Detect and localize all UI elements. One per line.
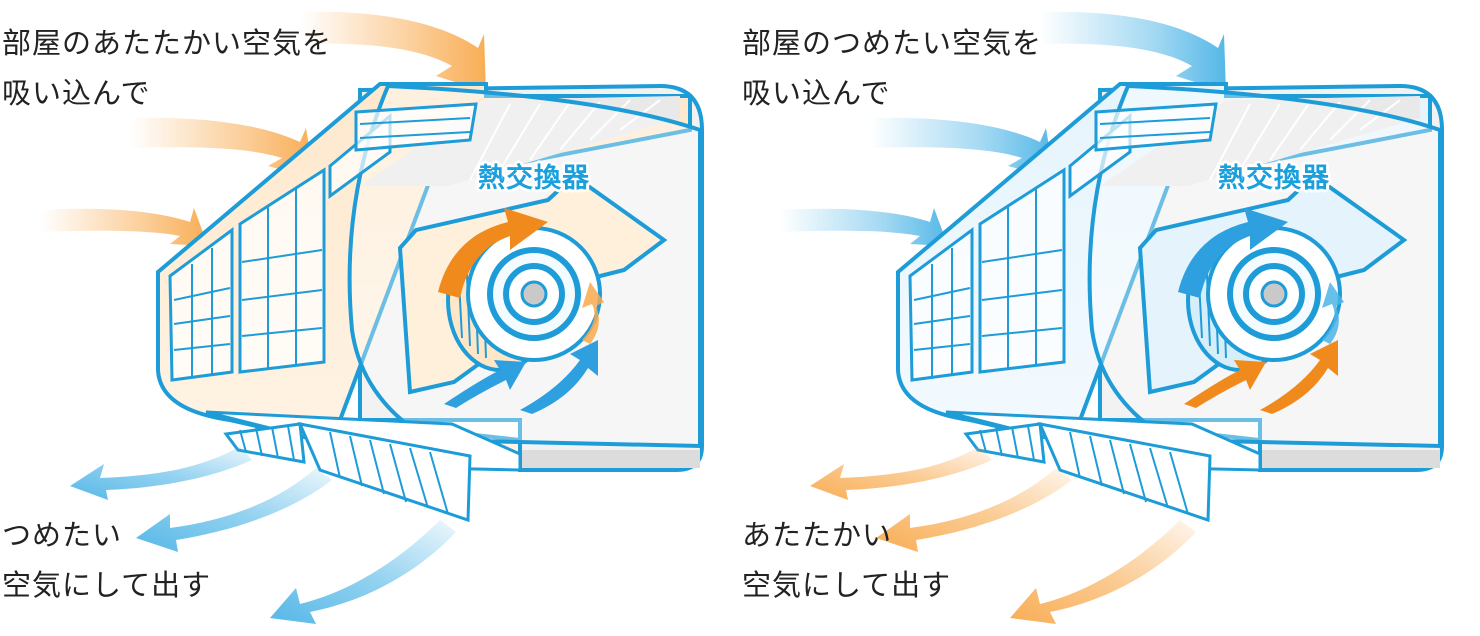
- output-caption-line: 空気にして出す: [2, 560, 211, 610]
- intake-arrow: [780, 208, 948, 246]
- output-caption-line: あたたかい: [742, 510, 951, 560]
- heat-exchanger-label: 熱交換器: [1218, 156, 1330, 195]
- output-caption: あたたかい 空気にして出す: [742, 510, 951, 610]
- output-arrow: [270, 520, 456, 624]
- panel-cool-intake: 部屋のつめたい空気を 吸い込んで 熱交換器 あたたかい 空気にして出す: [740, 0, 1480, 636]
- output-caption-line: 空気にして出す: [742, 560, 951, 610]
- output-caption: つめたい 空気にして出す: [2, 510, 211, 610]
- intake-caption-line: 吸い込んで: [742, 68, 1042, 118]
- intake-caption: 部屋のつめたい空気を 吸い込んで: [742, 18, 1042, 118]
- unit-bottom-shadow: [520, 450, 700, 468]
- intake-arrow: [40, 208, 208, 246]
- panel-warm-intake: 部屋のあたたかい空気を 吸い込んで 熱交換器 つめたい 空気にして出す: [0, 0, 740, 636]
- output-arrow: [1010, 520, 1196, 624]
- output-arrow: [70, 446, 252, 500]
- output-caption-line: つめたい: [2, 510, 211, 560]
- output-arrow: [810, 446, 992, 500]
- intake-caption-line: 吸い込んで: [2, 68, 332, 118]
- intake-caption-line: 部屋のつめたい空気を: [742, 18, 1042, 68]
- intake-caption: 部屋のあたたかい空気を 吸い込んで: [2, 18, 332, 118]
- heat-exchanger-label: 熱交換器: [478, 156, 590, 195]
- intake-arrow: [1040, 12, 1226, 92]
- unit-bottom-shadow: [1260, 450, 1440, 468]
- intake-caption-line: 部屋のあたたかい空気を: [2, 18, 332, 68]
